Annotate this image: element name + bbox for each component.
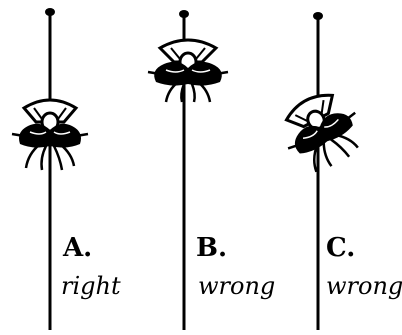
panel-b-figure [147,10,229,330]
panel-b-letter: B. [196,233,228,263]
pinned-insect-icon [147,38,229,103]
panel-a-verdict: right [61,272,121,300]
panel-c: C. wrong [268,0,402,335]
panel-a: A. right [0,0,134,335]
panel-c-verdict: wrong [326,272,402,300]
insect-pin-icon [45,8,55,330]
insect-pin-icon [313,12,323,330]
panel-c-letter: C. [326,233,356,263]
panel-c-figure [284,12,359,330]
pinned-insect-icon [284,93,359,173]
panel-b-verdict: wrong [198,272,276,300]
pinned-insect-icon [11,98,89,171]
panel-b: B. wrong [134,0,275,335]
panel-a-figure [11,8,89,330]
panel-a-letter: A. [63,233,93,263]
